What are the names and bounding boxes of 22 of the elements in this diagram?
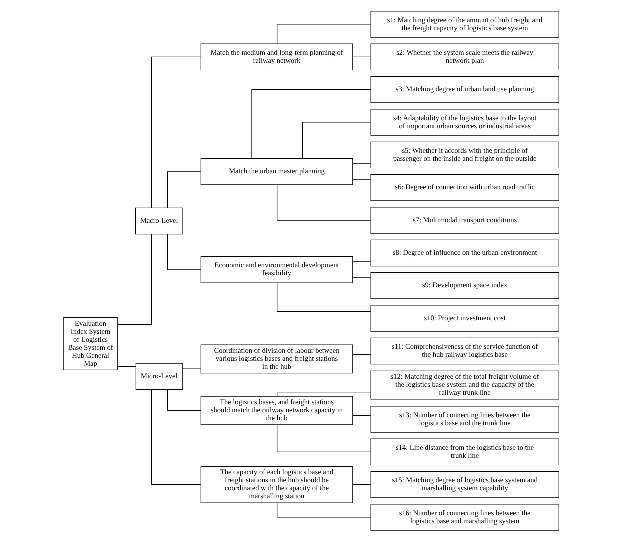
connector bbox=[166, 234, 201, 270]
connector bbox=[276, 502, 371, 518]
connector bbox=[276, 24, 371, 44]
connector bbox=[276, 282, 371, 312]
connector bbox=[182, 368, 201, 369]
connector bbox=[251, 90, 371, 159]
connector bbox=[166, 389, 201, 412]
connector bbox=[302, 122, 371, 159]
connector bbox=[352, 261, 371, 262]
connector bbox=[276, 392, 371, 397]
connector bbox=[150, 390, 201, 486]
connector bbox=[150, 56, 201, 208]
connector bbox=[166, 172, 201, 208]
connector bbox=[276, 184, 371, 222]
connector bbox=[276, 424, 371, 452]
connector bbox=[116, 366, 136, 368]
connector bbox=[352, 354, 371, 355]
connector bbox=[116, 234, 152, 326]
connector bbox=[352, 415, 371, 416]
connector bbox=[352, 163, 371, 164]
connector bbox=[352, 484, 371, 486]
connector bbox=[352, 56, 371, 58]
